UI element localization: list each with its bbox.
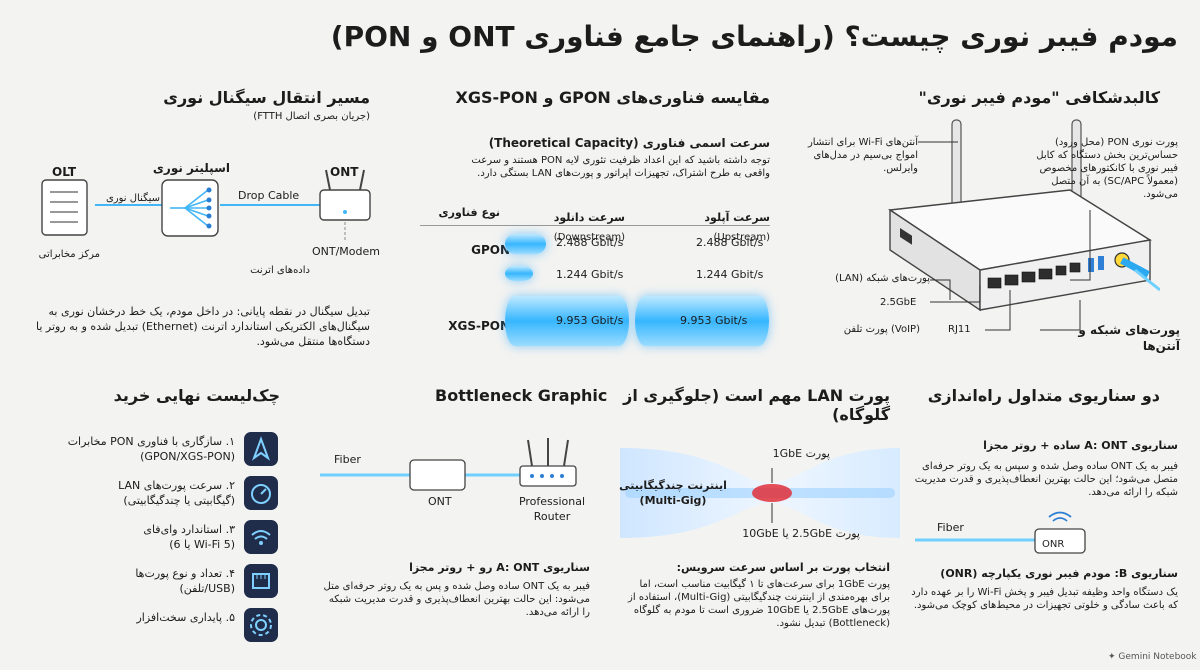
scenario-a-title: سناریوی A: ONT ساده + روتر مجزا xyxy=(983,439,1178,452)
path-description: تبدیل سیگنال در نقطه پایانی: در داخل مود… xyxy=(36,305,370,348)
checklist-item-sub: (USB/تلفن) xyxy=(179,582,235,595)
checklist-item-sub: (گیگابیتی یا چندگیگابیتی) xyxy=(123,494,235,507)
checklist-item-text: ۵. پایداری سخت‌افزار xyxy=(136,611,235,624)
olt-caption: مرکز مخابراتی xyxy=(38,249,100,260)
checklist-item-text: ۴. تعداد و نوع پورت‌ها xyxy=(135,567,235,580)
checklist-item-0: ۱. سازگاری با فناوری PON مخابرات (GPON/XG… xyxy=(60,434,235,464)
tech-label-2: XGS-PON xyxy=(448,319,510,333)
antenna-label: آنتن‌های Wi-Fi برای انتشار امواج بی‌سیم … xyxy=(807,137,918,174)
ont-modem-label: ONT/Modem xyxy=(312,245,380,258)
upstream-value-1: 1.244 Gbit/s xyxy=(696,268,764,281)
scenario-a-text: فیبر به یک ONT ساده وصل شده و سپس به یک … xyxy=(914,461,1178,498)
lan-select-text: پورت 1GbE برای سرعت‌های تا ۱ گیگابیت منا… xyxy=(628,579,890,629)
onr-label: ONR xyxy=(1042,539,1065,550)
downstream-value-1: 1.244 Gbit/s xyxy=(556,268,624,281)
tech-label-0: GPON xyxy=(471,243,510,257)
bottleneck-ont-label: ONT xyxy=(428,495,452,508)
port-1g-label: پورت 1GbE xyxy=(772,447,830,460)
wifi-icon xyxy=(244,520,278,554)
ports-antennas-label: پورت‌های شبکه و آنتن‌ها xyxy=(1078,323,1180,353)
col-down-en: (Downstream) xyxy=(553,232,625,243)
downstream-cylinder-2 xyxy=(505,296,629,346)
scenario-fiber-label: Fiber xyxy=(937,521,964,534)
bottleneck-illustration xyxy=(320,438,577,491)
col-up-label: سرعت آپلود xyxy=(704,211,770,224)
lan-heading: پورت LAN مهم است (جلوگیری از گلوگاه) xyxy=(623,386,890,424)
checklist-item-4: ۵. پایداری سخت‌افزار xyxy=(60,610,235,625)
path-heading: مسیر انتقال سیگنال نوری xyxy=(163,88,370,107)
scenario-b-title: سناریوی B: مودم فیبر نوری یکپارچه (ONR) xyxy=(940,567,1178,580)
olt-label: OLT xyxy=(52,165,77,179)
bottleneck-funnel xyxy=(620,448,900,538)
downstream-cylinder-1 xyxy=(505,266,533,281)
splitter-label: اسپلیتر نوری xyxy=(152,161,230,175)
upstream-value-2: 9.953 Gbit/s xyxy=(680,314,748,327)
ethernet-port-icon xyxy=(244,564,278,598)
ont-label: ONT xyxy=(330,165,359,179)
port-25g-label: پورت 2.5GbE یا 10GbE xyxy=(742,527,860,540)
scenario-b-text: یک دستگاه واحد وظیفه تبدیل فیبر و پخش Wi… xyxy=(911,587,1178,611)
checklist-item-text: ۳. استاندارد وای‌فای xyxy=(143,523,235,536)
col-tech-header: نوع فناوری xyxy=(438,206,500,219)
anatomy-heading: کالبدشکافی "مودم فیبر نوری" xyxy=(918,88,1160,107)
anatomy-leader-lines xyxy=(918,141,1091,331)
comparison-subheading: سرعت اسمی فناوری (Theoretical Capacity) xyxy=(488,136,770,150)
bottleneck-heading: Bottleneck Graphic xyxy=(435,386,608,405)
bottleneck-scenario-text: فیبر به یک ONT ساده وصل شده و پس به یک ر… xyxy=(323,581,590,618)
gear-icon xyxy=(244,608,278,642)
lan-ports-label: پورت‌های شبکه (LAN) xyxy=(835,273,930,284)
scenarios-heading: دو سناریوی متداول راه‌اندازی xyxy=(927,386,1160,405)
pon-port-label: پورت نوری PON (محل ورود) حساس‌ترین بخش د… xyxy=(1036,137,1178,200)
rj11-label: RJ11 xyxy=(948,324,971,335)
downstream-value-2: 9.953 Gbit/s xyxy=(556,314,624,327)
downstream-value-0: 2.488 Gbit/s xyxy=(556,236,624,249)
checklist-item-3: ۴. تعداد و نوع پورت‌ها (USB/تلفن) xyxy=(60,566,235,596)
compass-arrow-icon xyxy=(244,432,278,466)
lan-speed-label: 2.5GbE xyxy=(880,297,917,308)
col-down-label: سرعت دانلود xyxy=(553,211,625,224)
checklist-heading: چک‌لیست نهایی خرید xyxy=(113,386,280,405)
fiber-modem-illustration xyxy=(888,119,1160,312)
checklist-item-sub: (Wi-Fi 5 یا 6) xyxy=(169,538,235,551)
upstream-value-0: 2.488 Gbit/s xyxy=(696,236,764,249)
footer-brand: ✦ Gemini Notebook xyxy=(1108,652,1197,662)
ethernet-data-label: داده‌های اترنت xyxy=(250,265,310,276)
table-divider xyxy=(420,225,770,226)
lan-select-title: انتخاب پورت بر اساس سرعت سرویس: xyxy=(676,561,890,574)
downstream-cylinder-0 xyxy=(505,234,547,254)
page-title: مودم فیبر نوری چیست؟ (راهنمای جامع فناور… xyxy=(330,20,1178,53)
col-down-header: سرعت دانلود (Downstream) xyxy=(505,206,625,244)
upstream-cylinder-2 xyxy=(635,296,769,346)
drop-cable-label: Drop Cable xyxy=(238,189,300,202)
col-up-en: (Upstream) xyxy=(713,232,770,243)
voip-label: (VoIP) پورت تلفن xyxy=(843,324,920,335)
comparison-note: توجه داشته باشید که این اعداد ظرفیت تئور… xyxy=(471,155,770,179)
footer-text: Gemini Notebook xyxy=(1118,652,1197,662)
onr-illustration xyxy=(915,511,1086,554)
col-up-header: سرعت آپلود (Upstream) xyxy=(650,206,770,244)
path-subheading: (جریان بصری اتصال FTTH) xyxy=(253,111,370,122)
checklist-item-1: ۲. سرعت پورت‌های LAN (گیگابیتی یا چندگیگا… xyxy=(60,478,235,508)
multigig-label: اینترنت چندگیگابیتی (Multi-Gig) xyxy=(619,479,727,507)
checklist-item-2: ۳. استاندارد وای‌فای (Wi-Fi 5 یا 6) xyxy=(60,522,235,552)
gemini-sparkle-icon: ✦ xyxy=(1108,652,1116,662)
bottleneck-fiber-label: Fiber xyxy=(334,453,361,466)
signal-path-diagram xyxy=(41,169,371,242)
comparison-heading: مقایسه فناوری‌های GPON و XGS-PON xyxy=(455,88,770,107)
signal-label: سیگنال نوری xyxy=(105,193,160,204)
speedometer-icon xyxy=(244,476,278,510)
checklist-item-sub: (GPON/XGS-PON) xyxy=(140,450,235,463)
bottleneck-router-label: Professional Router xyxy=(518,495,586,523)
bottleneck-scenario-title: سناریوی A: ONT رو + روتر مجزا xyxy=(409,561,590,574)
checklist-item-text: ۲. سرعت پورت‌های LAN xyxy=(118,479,235,492)
checklist-item-text: ۱. سازگاری با فناوری PON مخابرات xyxy=(67,435,235,448)
